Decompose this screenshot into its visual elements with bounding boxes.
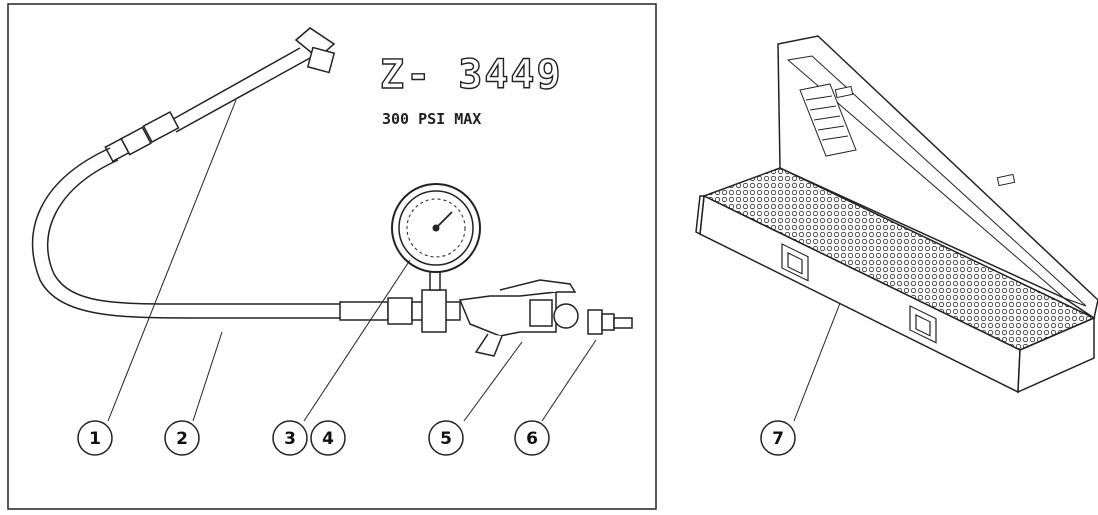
- hose-end-fitting: [339, 297, 413, 325]
- callout-balloon-2: 2: [164, 420, 200, 456]
- svg-text:1: 1: [89, 429, 101, 449]
- callout-balloon-1: 1: [77, 420, 113, 456]
- svg-text:4: 4: [322, 429, 334, 449]
- callout-balloon-3: 3: [272, 420, 308, 456]
- svg-text:6: 6: [526, 429, 538, 449]
- air-chuck: [294, 27, 336, 74]
- storage-case: [695, 35, 1098, 394]
- callout-balloon-5: 5: [428, 420, 464, 456]
- kit-panel-border: [7, 3, 657, 510]
- callout-balloon-6: 6: [514, 420, 550, 456]
- svg-text:7: 7: [772, 429, 784, 449]
- case-latch-left: [781, 243, 809, 282]
- quick-connect: [587, 309, 633, 335]
- svg-text:2: 2: [176, 429, 188, 449]
- tee-fitting: [411, 269, 461, 333]
- callout-balloon-4: 4: [310, 420, 346, 456]
- svg-text:5: 5: [440, 429, 452, 449]
- svg-text:3: 3: [284, 429, 296, 449]
- case-latch-right: [909, 305, 937, 344]
- inflator-gun: [458, 279, 579, 357]
- hose-coupling: [104, 110, 180, 163]
- main-hose: [32, 147, 340, 319]
- part-number: Z- 3449: [380, 52, 563, 98]
- case-label: [799, 83, 857, 157]
- chuck-hose: [167, 47, 311, 133]
- leader-lines: [107, 99, 843, 422]
- pressure-gauge: [391, 183, 481, 273]
- callout-balloon-7: 7: [760, 420, 796, 456]
- pressure-rating: 300 PSI MAX: [382, 110, 481, 128]
